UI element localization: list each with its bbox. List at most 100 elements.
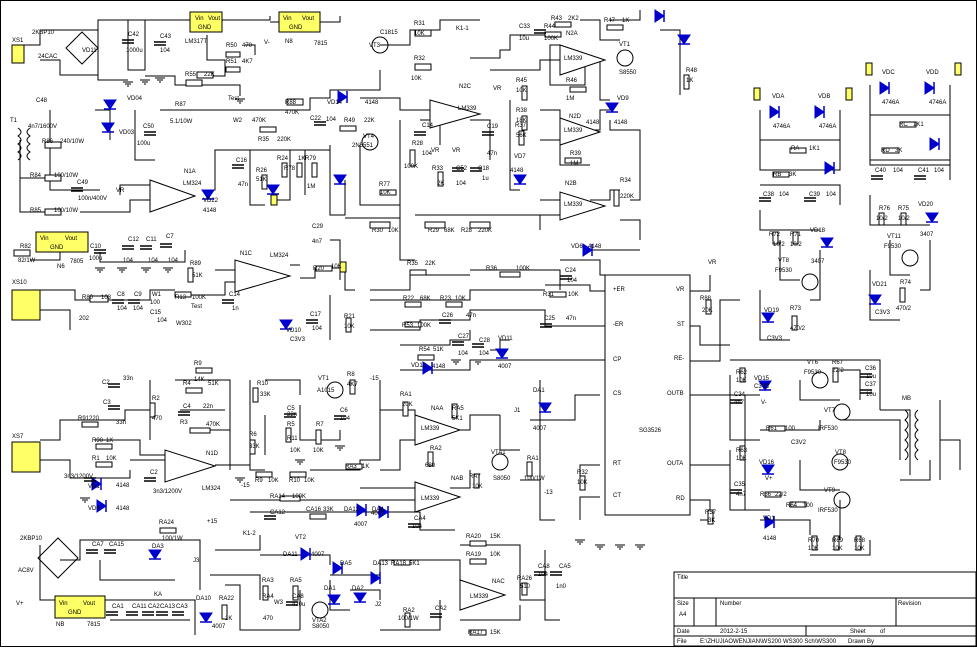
component-label: R24 — [277, 156, 289, 162]
diode — [654, 9, 665, 23]
component-label: R84 — [30, 173, 42, 179]
component-label: RA26 — [517, 576, 533, 582]
resistor — [564, 157, 582, 164]
diode — [337, 90, 348, 104]
component-label: Test — [228, 96, 239, 102]
component-label: OUTA — [667, 461, 683, 467]
component-label: R57 — [705, 510, 717, 516]
transistor — [801, 273, 819, 291]
component-label: VT1 — [619, 42, 631, 48]
component-label: N1D — [206, 451, 219, 457]
component-label: R91 — [78, 416, 90, 422]
resistor — [521, 85, 528, 101]
component-label: R8 — [347, 372, 355, 378]
resistor — [409, 149, 416, 167]
component-label: RD — [676, 496, 685, 502]
resistor — [279, 495, 301, 502]
component-label: VR — [116, 188, 125, 194]
resistor — [521, 582, 528, 596]
resistor — [451, 403, 458, 419]
component-label: XS7 — [12, 434, 24, 440]
diode — [868, 294, 882, 305]
component-label: CA13 — [160, 604, 176, 610]
component-label: C19 — [487, 124, 499, 130]
component-label: C14 — [229, 292, 241, 298]
component-label: 1000u — [126, 48, 143, 54]
transistor — [833, 403, 851, 421]
resistor — [261, 174, 268, 190]
resistor — [445, 301, 463, 308]
component-label: R36 — [486, 266, 498, 272]
component-label: C40 — [875, 168, 887, 174]
component-label: R20 — [313, 266, 325, 272]
component-label: 33n — [123, 376, 133, 382]
capacitor — [860, 389, 872, 394]
component-label: C29 — [312, 224, 324, 230]
resistor — [424, 221, 446, 229]
component-label: RC — [899, 122, 908, 128]
component-label: R31 — [543, 292, 555, 298]
component-label: 68K — [444, 228, 455, 234]
resistor — [554, 21, 572, 28]
component-label: 68K — [420, 296, 431, 302]
component-label: 470u — [292, 602, 305, 608]
component-label: 33K — [323, 507, 334, 513]
resistor — [521, 115, 528, 131]
component-label: R10 — [289, 478, 301, 484]
capacitor — [430, 613, 442, 618]
component-label: 5K1 — [452, 416, 463, 422]
component-label: 4007 — [354, 522, 368, 528]
ground-symbol — [80, 497, 90, 503]
component-label: DA1 — [324, 586, 336, 592]
component-label: VD15 — [754, 376, 770, 382]
component-label: 20K — [702, 308, 713, 314]
component-label: R72 — [769, 232, 781, 238]
resistor — [255, 471, 273, 478]
component-label: RD — [881, 148, 890, 154]
component-label: 10K — [472, 484, 483, 490]
component-label: 3K — [708, 518, 715, 524]
component-label: 47n — [566, 316, 576, 322]
component-label: C27 — [458, 334, 470, 340]
component-label: 3407 — [920, 232, 934, 238]
component-label: RA1 — [527, 456, 539, 462]
capacitor — [306, 319, 318, 324]
component-label: 4148 — [588, 244, 602, 250]
component-label: K1-2 — [243, 531, 256, 537]
component-label: C2 — [102, 380, 110, 386]
component-label: 10K — [832, 546, 843, 552]
resistor — [309, 513, 327, 520]
component-label: RA17 — [468, 630, 484, 636]
transistor — [901, 249, 919, 267]
component-label: KA — [154, 592, 162, 598]
component-label: IRF530 — [818, 508, 838, 514]
transformer-mb — [904, 409, 919, 461]
component-label: 4148 — [614, 120, 628, 126]
component-label: 4n7 — [734, 400, 745, 406]
ground-symbol — [163, 267, 173, 273]
component-label: 470K — [252, 118, 266, 124]
regulator-lm317 — [189, 11, 223, 33]
component-label: NAC — [492, 579, 505, 585]
resistor — [225, 51, 241, 58]
component-label: VTA1 — [491, 450, 506, 456]
component-label: 10K — [313, 448, 324, 454]
component-label: 100K — [292, 494, 306, 500]
component-label: F9530 — [804, 370, 822, 376]
component-label: 10K — [290, 448, 301, 454]
component-label: R38 — [516, 108, 528, 114]
component-label: 470K — [206, 422, 220, 428]
component-label: 18K — [516, 118, 527, 124]
component-label: 510 — [520, 584, 531, 590]
resistor — [499, 271, 521, 278]
component-label: VD10 — [286, 328, 302, 334]
connectors — [11, 44, 962, 473]
component-label: R9 — [255, 478, 263, 484]
resistor — [339, 125, 357, 132]
component-label: VDC — [882, 70, 895, 76]
capacitor — [232, 164, 244, 169]
resistor — [878, 212, 885, 226]
diode — [925, 212, 939, 223]
component-label: RA3 — [262, 578, 274, 584]
component-label: LM339 — [564, 202, 583, 208]
